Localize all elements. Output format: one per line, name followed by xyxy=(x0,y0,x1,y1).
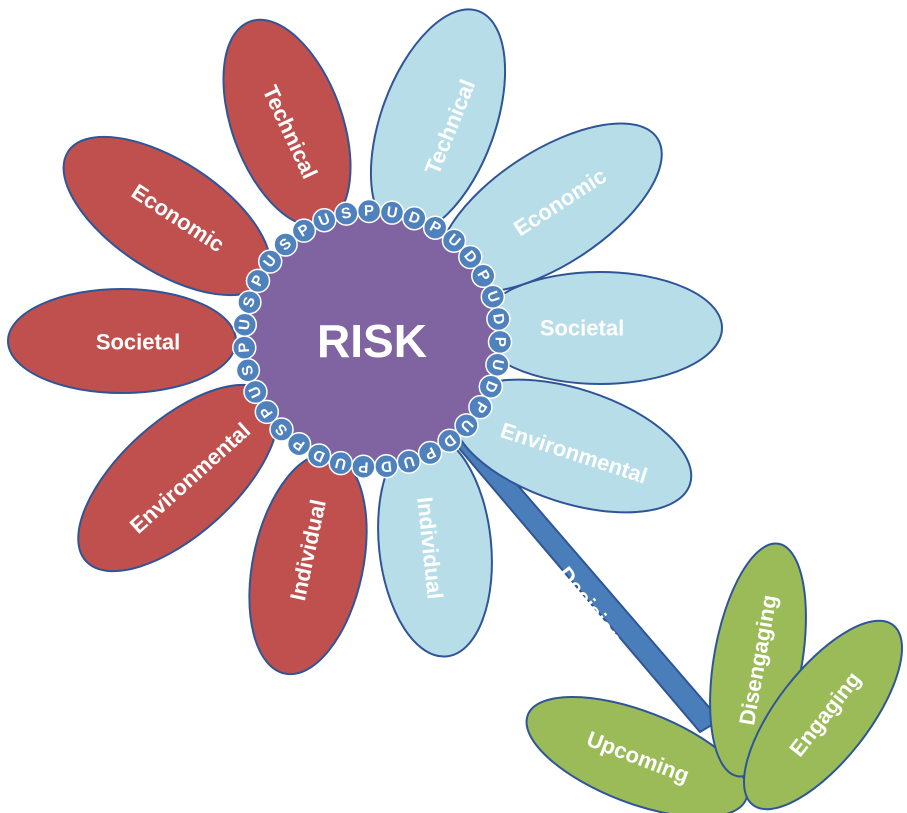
bead-letter: P xyxy=(358,458,369,476)
bead: P xyxy=(417,440,443,466)
bead: D xyxy=(306,443,332,468)
bead-letter: U xyxy=(483,289,503,305)
bead: U xyxy=(243,379,268,405)
bead: P xyxy=(232,335,257,360)
red-petal-economic: Economic xyxy=(62,135,272,297)
bead: P xyxy=(245,268,271,294)
bead: U xyxy=(480,284,506,309)
bead: P xyxy=(487,329,513,355)
center-label: RISK xyxy=(317,315,427,367)
bead-circle xyxy=(437,428,462,454)
red-petal-societal-label: Societal xyxy=(96,330,180,355)
bead: U xyxy=(328,450,353,476)
bead: S xyxy=(334,201,359,226)
bead-circle xyxy=(257,249,283,274)
bead: U xyxy=(454,413,479,438)
blue-petal-individual: Individual xyxy=(377,432,493,658)
bead-circle xyxy=(269,417,294,442)
bead-circle xyxy=(328,450,353,476)
bead: U xyxy=(312,207,337,233)
bead-circle xyxy=(286,431,312,457)
bead: P xyxy=(356,198,382,224)
bead-letter: D xyxy=(380,457,393,475)
bead: D xyxy=(478,374,504,399)
bead-letter: U xyxy=(333,454,348,473)
bead: P xyxy=(422,215,448,240)
bead-circle xyxy=(245,268,271,294)
leaf-engaging-shape xyxy=(743,619,903,811)
leaves: Upcoming Disengaging Engaging xyxy=(525,542,903,813)
bead-circle xyxy=(402,205,427,231)
bead: S xyxy=(237,289,262,315)
bead-letter: U xyxy=(236,318,254,331)
bead-letter: P xyxy=(235,342,253,353)
leaf-upcoming: Upcoming xyxy=(525,695,749,813)
bead-circle xyxy=(478,374,504,399)
bead-letter: D xyxy=(489,312,508,326)
bead: P xyxy=(471,263,496,289)
bead-circle xyxy=(485,352,510,377)
bead: P xyxy=(291,218,317,243)
bead-letter: P xyxy=(491,337,508,347)
bead-letter: S xyxy=(240,295,259,309)
bead-circle xyxy=(468,394,493,420)
bead: D xyxy=(402,205,427,231)
bead-letter: S xyxy=(340,204,353,223)
bead: U xyxy=(396,449,422,474)
bead-letter: U xyxy=(385,203,398,221)
bead: D xyxy=(486,306,511,332)
bead-letter: U xyxy=(401,452,416,471)
red-petals: Technical Economic Societal Environmenta… xyxy=(7,18,368,676)
bead-circle xyxy=(454,413,479,438)
bead-letter: P xyxy=(364,202,374,219)
blue-petal-technical: Technical xyxy=(369,8,507,236)
bead-letter: U xyxy=(488,358,507,372)
bead-circle xyxy=(441,228,467,253)
red-petal-societal: Societal xyxy=(7,288,237,394)
bead: U xyxy=(485,352,510,377)
red-petal-environmental: Environmental xyxy=(77,383,279,573)
bead-circle xyxy=(422,215,448,240)
bead: S xyxy=(273,232,298,257)
bead: P xyxy=(468,394,493,420)
bead-circle xyxy=(273,232,298,257)
red-petal-technical: Technical xyxy=(222,18,352,228)
red-petal-individual: Individual xyxy=(248,452,368,676)
bead-circle xyxy=(306,443,332,468)
bead-circle xyxy=(417,440,443,466)
bead: P xyxy=(286,431,312,457)
bead-circle xyxy=(254,399,280,425)
bead: U xyxy=(232,312,258,337)
bead-circle xyxy=(291,218,317,243)
bead: S xyxy=(269,417,294,442)
bead: S xyxy=(235,358,261,383)
bead: P xyxy=(351,454,376,479)
bead: D xyxy=(458,244,483,270)
bead-letter: S xyxy=(238,363,257,377)
bead-circle xyxy=(243,379,268,405)
bead-circle xyxy=(458,244,483,270)
bead: U xyxy=(379,200,405,225)
blue-petal-environmental: Environmental xyxy=(451,378,693,514)
bead: P xyxy=(254,399,280,425)
bead-circle xyxy=(312,207,337,233)
leaf-upcoming-shape xyxy=(525,695,749,813)
blue-petal-societal: Societal xyxy=(477,271,723,385)
leaf-engaging: Engaging xyxy=(743,619,903,811)
bead: U xyxy=(257,249,283,274)
bead-circle xyxy=(471,263,496,289)
center: RISK xyxy=(245,212,499,466)
bead: D xyxy=(437,428,462,454)
blue-petal-economic: Economic xyxy=(437,122,663,294)
bead: U xyxy=(441,228,467,253)
bead: D xyxy=(374,453,399,479)
blue-petal-societal-label: Societal xyxy=(540,316,624,341)
blue-petals: Technical Economic Societal Environmenta… xyxy=(369,8,723,658)
bead-circle xyxy=(237,289,262,315)
